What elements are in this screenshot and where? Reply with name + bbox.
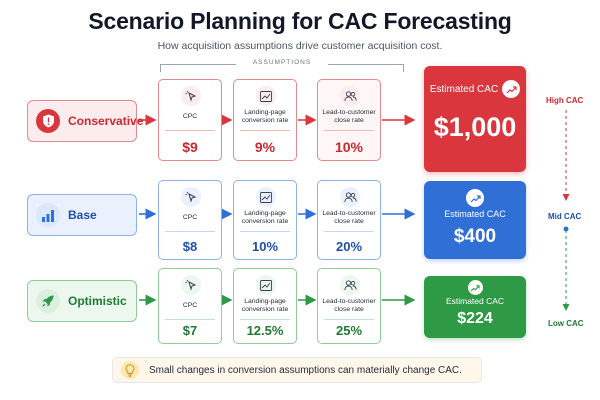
card-divider <box>240 130 290 131</box>
landing-rate-card: Landing-page conversion rate 9% <box>233 79 297 161</box>
cursor-click-icon <box>181 275 201 295</box>
landing-rate-value: 10% <box>251 239 279 254</box>
trend-up-icon <box>502 80 521 98</box>
close-rate-label: Lead-to-customer close rate <box>322 109 376 124</box>
users-icon <box>340 86 360 106</box>
cpc-label: CPC <box>182 302 198 309</box>
landing-rate-card: Landing-page conversion rate 10% <box>233 180 297 260</box>
insight-callout: Small changes in conversion assumptions … <box>112 357 482 383</box>
close-rate-card: Lead-to-customer close rate 25% <box>317 268 381 344</box>
card-divider <box>165 231 215 232</box>
landing-rate-label: Landing-page conversion rate <box>241 109 289 124</box>
page-subtitle: How acquisition assumptions drive custom… <box>157 40 443 52</box>
scale-dot-mid <box>563 226 569 232</box>
scenario-name: Conservative <box>68 114 144 128</box>
scale-low-label: Low CAC <box>548 319 584 328</box>
card-divider <box>324 231 374 232</box>
close-rate-value: 25% <box>335 323 363 338</box>
cpc-card: CPC $9 <box>158 79 222 161</box>
bar-chart-icon <box>36 203 60 227</box>
scale-mid-label: Mid CAC <box>548 212 582 221</box>
lightbulb-icon <box>121 361 139 379</box>
landing-rate-label: Landing-page conversion rate <box>241 210 289 225</box>
estimated-cac-label: Estimated CAC <box>445 296 505 306</box>
estimated-cac-label: Estimated CAC <box>429 83 499 95</box>
callout-text: Small changes in conversion assumptions … <box>149 364 462 376</box>
close-rate-label: Lead-to-customer close rate <box>322 298 376 313</box>
users-icon <box>340 187 360 207</box>
card-divider <box>240 231 290 232</box>
cursor-click-icon <box>181 86 201 106</box>
estimated-cac-conservative: Estimated CAC $1,000 <box>424 66 526 172</box>
cpc-label: CPC <box>182 214 198 221</box>
cpc-card: CPC $8 <box>158 180 222 260</box>
landing-rate-value: 9% <box>254 139 276 155</box>
landing-rate-label: Landing-page conversion rate <box>241 298 289 313</box>
cpc-value: $7 <box>182 323 198 338</box>
trend-up-icon <box>467 280 483 295</box>
close-rate-card: Lead-to-customer close rate 20% <box>317 180 381 260</box>
estimated-cac-value: $1,000 <box>433 112 517 142</box>
card-divider <box>165 130 215 131</box>
shield-alert-icon <box>36 109 60 133</box>
card-divider <box>324 319 374 320</box>
close-rate-label: Lead-to-customer close rate <box>322 210 376 225</box>
close-rate-value: 10% <box>334 139 364 155</box>
close-rate-value: 20% <box>335 239 363 254</box>
card-divider <box>240 319 290 320</box>
scenario-optimistic: Optimistic <box>27 280 137 322</box>
scenario-conservative: Conservative <box>27 100 143 142</box>
landing-rate-value: 12.5% <box>246 323 284 338</box>
cpc-card: CPC $7 <box>158 268 222 344</box>
landing-rate-card: Landing-page conversion rate 12.5% <box>233 268 297 344</box>
scenario-name: Optimistic <box>68 294 127 308</box>
estimated-cac-base: Estimated CAC $400 <box>424 181 526 259</box>
cpc-value: $9 <box>182 139 198 155</box>
scenario-name: Base <box>68 208 97 222</box>
users-icon <box>340 275 360 295</box>
line-chart-icon <box>256 275 276 295</box>
scenario-base: Base <box>27 194 137 236</box>
estimated-cac-label: Estimated CAC <box>444 209 506 219</box>
card-divider <box>165 319 215 320</box>
estimated-cac-optimistic: Estimated CAC $224 <box>424 276 526 338</box>
card-divider <box>324 130 374 131</box>
cpc-label: CPC <box>182 113 198 120</box>
cpc-value: $8 <box>182 239 198 254</box>
scale-high-label: High CAC <box>546 96 584 105</box>
line-chart-icon <box>256 86 276 106</box>
cursor-click-icon <box>181 187 201 207</box>
line-chart-icon <box>256 187 276 207</box>
trend-up-icon <box>466 189 484 207</box>
page-title: Scenario Planning for CAC Forecasting <box>88 8 512 34</box>
rocket-icon <box>36 289 60 313</box>
estimated-cac-value: $400 <box>453 226 497 247</box>
assumptions-label: ASSUMPTIONS <box>236 59 328 66</box>
estimated-cac-value: $224 <box>457 310 493 327</box>
close-rate-card: Lead-to-customer close rate 10% <box>317 79 381 161</box>
